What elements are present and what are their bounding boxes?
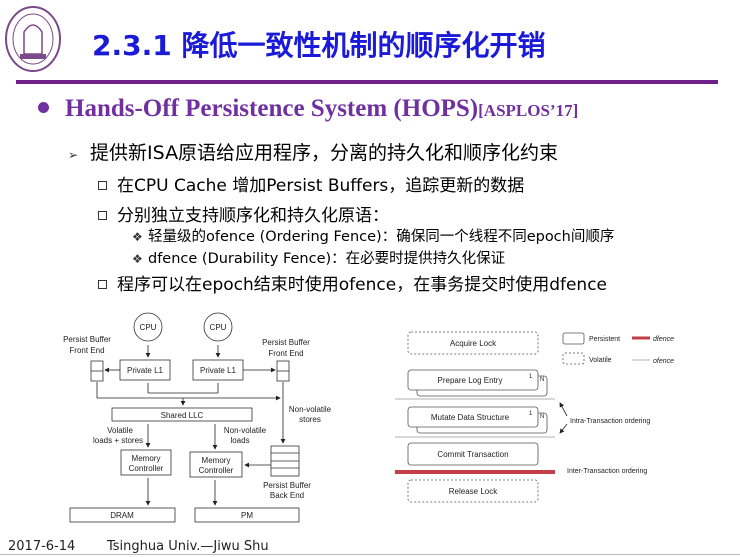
legend-persistent: Persistent (589, 336, 620, 343)
pb-front-left-label: Front End (69, 346, 104, 355)
cpu-label: CPU (140, 323, 157, 332)
sub-sub-text: 轻量级的ofence (Ordering Fence)：确保同一个线程不同epo… (148, 229, 615, 245)
sub-sub-text: dfence (Durability Fence)：在必要时提供持久化保证 (148, 251, 506, 267)
bullet-text: Hands-Off Persistence System (HOPS) (65, 95, 479, 122)
bullet-ref: [ASPLOS’17] (478, 101, 579, 120)
square-bullet-icon (98, 181, 107, 190)
nonvol-loads-label: loads (230, 436, 249, 445)
l1-right-label: Private L1 (200, 366, 237, 375)
nonvol-stores-label: Non-volatile (289, 405, 332, 414)
prepare-log-label: Prepare Log Entry (438, 376, 503, 385)
dram-label: DRAM (110, 511, 134, 520)
slide-title: 2.3.1 降低一致性机制的顺序化开销 (92, 29, 546, 62)
nonvol-stores-label: stores (299, 415, 321, 424)
bullet-dot-icon (38, 102, 49, 113)
pm-label: PM (241, 511, 253, 520)
arrow-bullet-icon: ➢ (68, 148, 79, 162)
university-logo (5, 6, 61, 72)
acquire-lock-label: Acquire Lock (450, 339, 497, 348)
sub-text: 程序可以在epoch结束时使用ofence，在事务提交时使用dfence (117, 275, 608, 295)
index-label: 1 (529, 374, 533, 380)
transaction-ordering-diagram: Acquire Lock Prepare Log Entry Mutate Da… (395, 331, 674, 503)
index-label: N (540, 414, 544, 420)
index-label: N (540, 377, 544, 383)
footer-date: 2017-6-14 (8, 539, 76, 554)
mc-left-label: Memory (132, 454, 161, 463)
sub-sub-item: ❖ 轻量级的ofence (Ordering Fence)：确保同一个线程不同ep… (132, 225, 614, 246)
sub-text: 在CPU Cache 增加Persist Buffers，追踪更新的数据 (117, 176, 525, 196)
sub-item: 程序可以在epoch结束时使用ofence，在事务提交时使用dfence (98, 270, 607, 295)
sub-sub-item: ❖ dfence (Durability Fence)：在必要时提供持久化保证 (132, 247, 505, 268)
footer-line (0, 554, 740, 555)
llc-label: Shared LLC (161, 411, 204, 420)
inter-ordering-label: Inter-Transaction ordering (567, 468, 647, 475)
legend-volatile: Volatile (589, 357, 612, 364)
intra-ordering-label: Intra-Transaction ordering (570, 418, 650, 425)
mc-right-label: Memory (202, 456, 231, 465)
sub-item: 分别独立支持顺序化和持久化原语： (98, 201, 389, 226)
volatile-label: loads + stores (93, 436, 143, 445)
footer-author: Tsinghua Univ.—Jiwu Shu (107, 539, 269, 554)
mutate-data-label: Mutate Data Structure (431, 413, 510, 422)
main-bullet: Hands-Off Persistence System (HOPS)[ASPL… (38, 95, 578, 123)
mc-left-label: Controller (129, 464, 164, 473)
pb-front-right-label: Persist Buffer (262, 338, 310, 347)
point: ➢ 提供新ISA原语给应用程序，分离的持久化和顺序化约束 (68, 138, 558, 165)
title-divider (16, 80, 718, 84)
pb-front-left-label: Persist Buffer (63, 335, 111, 344)
volatile-label: Volatile (107, 426, 133, 435)
l1-left-label: Private L1 (127, 366, 164, 375)
pb-back-label: Persist Buffer (263, 481, 311, 490)
release-lock-label: Release Lock (449, 487, 498, 496)
legend-ofence: ofence (653, 358, 674, 365)
legend-dfence: dfence (653, 336, 674, 343)
sub-text: 分别独立支持顺序化和持久化原语： (117, 206, 389, 226)
diamond-bullet-icon: ❖ (132, 252, 143, 266)
pb-front-right-label: Front End (268, 349, 303, 358)
square-bullet-icon (98, 211, 107, 220)
cpu-label: CPU (210, 323, 227, 332)
hops-architecture-diagram: CPU CPU Persist Buffer Front End Persist… (63, 312, 332, 523)
sub-item: 在CPU Cache 增加Persist Buffers，追踪更新的数据 (98, 171, 524, 196)
diamond-bullet-icon: ❖ (132, 230, 143, 244)
commit-label: Commit Transaction (437, 450, 508, 459)
point-text: 提供新ISA原语给应用程序，分离的持久化和顺序化约束 (90, 142, 559, 164)
nonvol-loads-label: Non-volatile (224, 426, 267, 435)
pb-back-label: Back End (270, 491, 304, 500)
index-label: 1 (529, 411, 533, 417)
mc-right-label: Controller (199, 466, 234, 475)
square-bullet-icon (98, 280, 107, 289)
